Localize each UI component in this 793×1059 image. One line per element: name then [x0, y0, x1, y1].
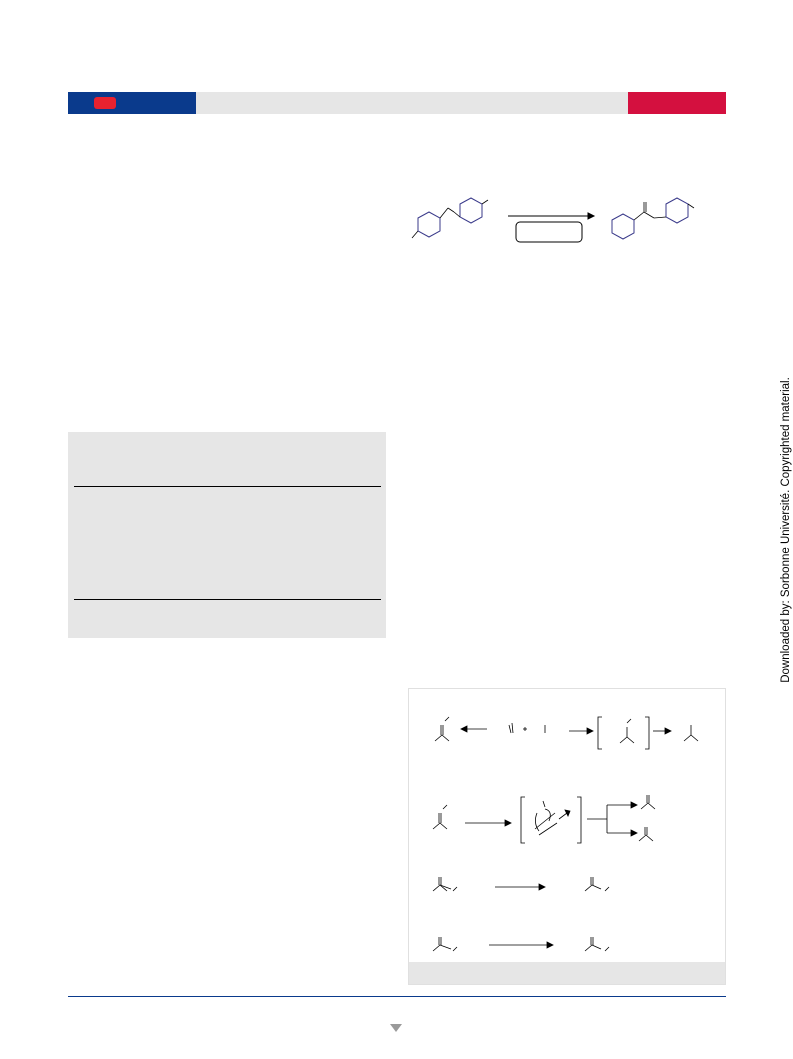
conditions-box	[516, 222, 582, 242]
product-ring-left	[612, 214, 634, 239]
reaction-scheme-top	[396, 186, 706, 256]
mechanism-row-4	[433, 937, 609, 951]
journal-header-right-block	[628, 92, 726, 114]
reaction-arrow-top	[508, 213, 594, 219]
table-rule-top	[74, 486, 381, 487]
mechanism-scheme-caption-bar	[409, 962, 725, 984]
triangle-down-icon[interactable]	[390, 1024, 402, 1032]
product-ring-right	[666, 198, 688, 223]
journal-header-bar	[68, 92, 726, 114]
download-watermark: Downloaded by: Sorbonne Université. Copy…	[780, 377, 792, 683]
journal-badge	[94, 97, 116, 109]
table-rule-bottom	[74, 599, 381, 600]
mechanism-scheme	[409, 689, 725, 964]
mechanism-row-3	[433, 877, 609, 891]
reactant-ring-right	[460, 198, 482, 223]
mechanism-row-2	[433, 795, 655, 843]
mechanism-scheme-box	[408, 688, 726, 985]
journal-header-left-block	[68, 92, 196, 114]
mechanism-row-1	[435, 717, 698, 749]
table-panel	[68, 432, 386, 638]
reactant-ring-left	[418, 212, 440, 237]
footer-rule	[68, 996, 726, 997]
